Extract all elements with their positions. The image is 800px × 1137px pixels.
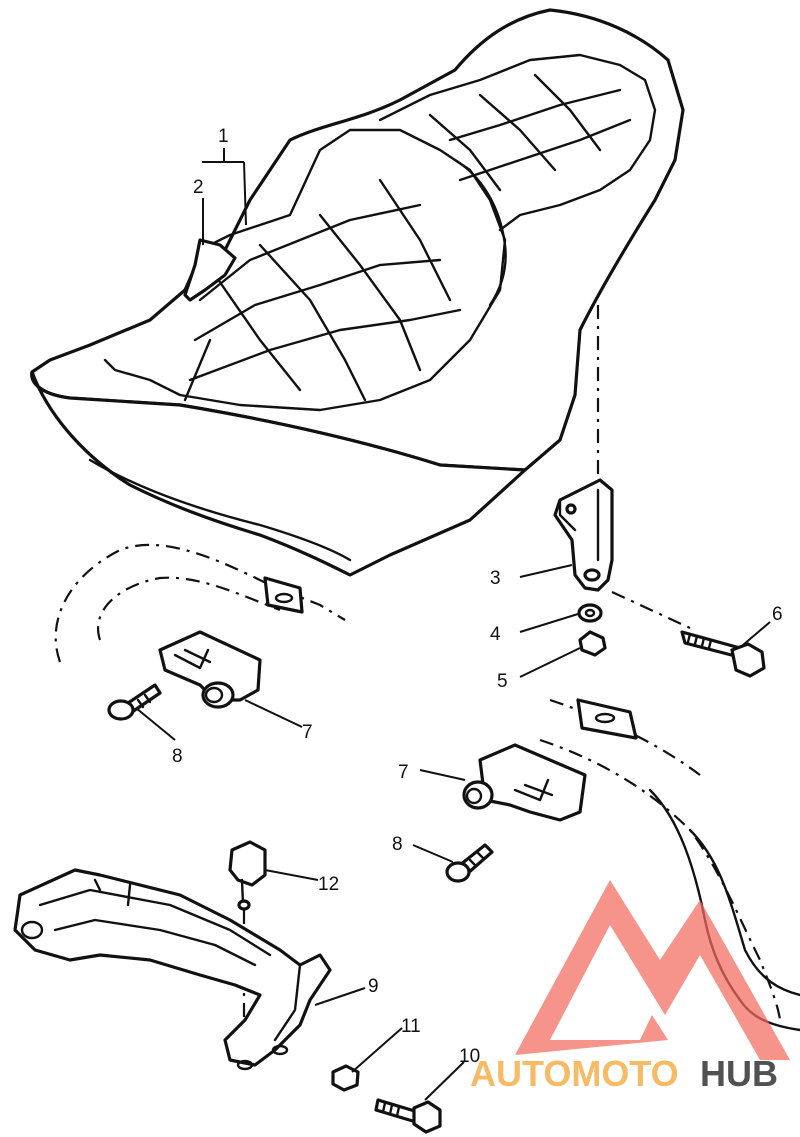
leader-7a [244,699,303,728]
callout-6: 6 [772,604,783,625]
screw-8-left [107,683,162,721]
callout-2: 2 [193,177,204,198]
seat-skirt-line [88,458,352,562]
rider-seat-outline [103,128,507,412]
callout-8-right: 8 [392,834,403,855]
watermark-text-part2: HUB [700,1053,778,1094]
callout-11: 11 [401,1016,421,1037]
leader-12 [264,869,319,881]
bolt-6-axis [611,591,691,629]
seat-hump-line [453,158,507,307]
callout-12: 12 [318,874,339,895]
callout-labels: 1 2 3 4 5 6 7 7 8 8 9 10 11 12 [172,126,783,1067]
leader-lines [135,148,771,1101]
nut-11 [331,1064,360,1092]
leader-8b [412,844,454,863]
callout-4: 4 [490,624,501,645]
rider-seat-stitching [183,178,462,402]
callout-10: 10 [459,1046,480,1067]
automotohub-watermark: AUTOMOTO HUB [470,880,790,1094]
seat-support-9 [13,868,332,1071]
passenger-seat-stitching [428,73,632,192]
bracket-3-flange [558,488,600,562]
seat-hook-bracket [553,478,614,592]
watermark-triangle-logo [515,880,790,1060]
seat-clip-left [158,630,262,709]
passenger-seat-outline [378,53,657,232]
leader-10 [424,1061,465,1101]
callout-3: 3 [490,568,501,589]
bracket-3-hole [565,503,577,515]
callout-1: 1 [218,126,229,147]
callout-9: 9 [368,976,379,997]
frame-rail-left [54,543,346,663]
bolt-10 [374,1098,442,1134]
callout-8-left: 8 [172,746,183,767]
seat-strap-flap [183,238,237,302]
leader-4 [519,613,579,633]
rail-right-tab [576,698,638,740]
seat-clip-right [462,743,587,822]
callout-7-right: 7 [398,762,409,783]
leader-5 [519,647,581,678]
leader-8a [135,707,176,741]
watermark-text-part1: AUTOMOTO [470,1053,679,1094]
screw-8-right [445,843,494,883]
seat-assembly [30,8,685,577]
leader-6 [742,621,771,646]
washer-4 [577,603,603,623]
leader-7b [419,769,466,781]
leader-11 [351,1027,403,1073]
bracket-3-slot [583,568,601,582]
frame-rail-right [539,698,800,1032]
bolt-6 [611,591,766,678]
bracket-3 [553,478,614,592]
leader-9 [314,987,366,1006]
leader-3 [519,564,573,578]
collar-5 [578,630,607,657]
leader-1 [202,148,247,226]
callout-7-left: 7 [302,722,313,743]
callout-5: 5 [497,671,508,692]
